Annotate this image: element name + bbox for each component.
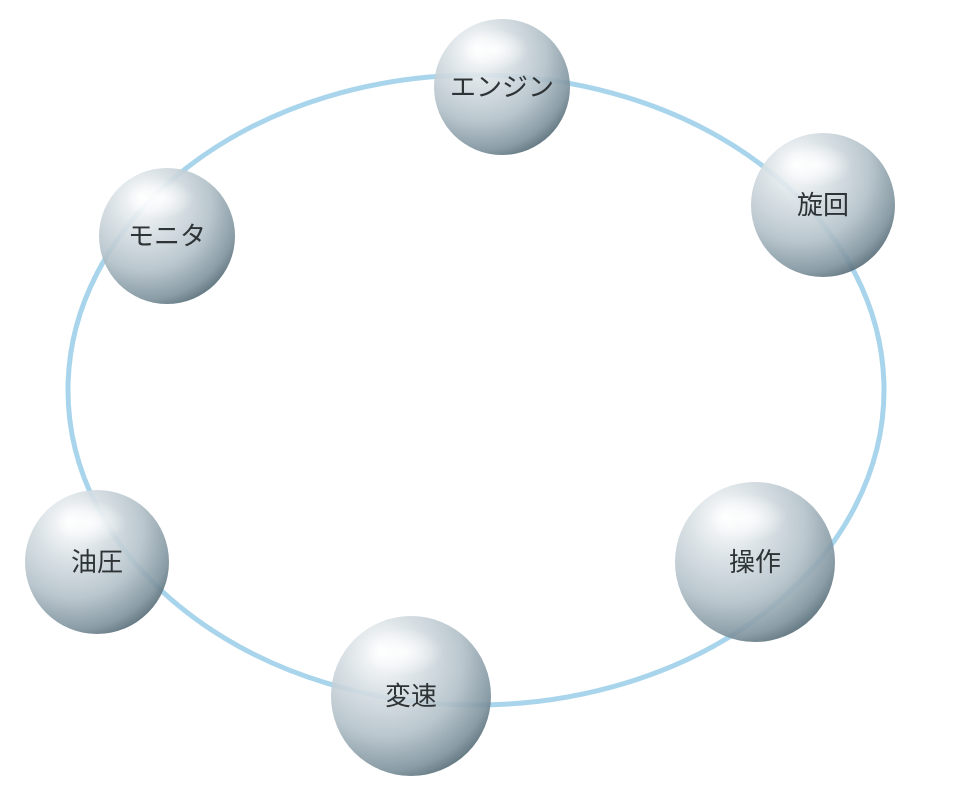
sphere-highlight: [779, 143, 852, 187]
node-sphere: 操作: [675, 482, 835, 642]
sphere-highlight: [707, 494, 787, 542]
node-sphere: 油圧: [25, 490, 169, 634]
node-label: 変速: [385, 682, 437, 712]
node-sphere: 変速: [331, 616, 491, 776]
node-sphere: モニタ: [99, 168, 235, 304]
node-sphere: エンジン: [434, 19, 570, 155]
node-label: モニタ: [128, 222, 206, 252]
node-label: 旋回: [797, 191, 849, 221]
sphere-highlight: [126, 178, 195, 220]
node-label: 油圧: [71, 548, 123, 578]
node-label: 操作: [729, 548, 781, 578]
sphere-highlight: [461, 29, 530, 71]
sphere-highlight: [363, 628, 443, 676]
node-sphere: 旋回: [751, 133, 895, 277]
node-label: エンジン: [450, 73, 554, 103]
sphere-highlight: [53, 500, 126, 544]
